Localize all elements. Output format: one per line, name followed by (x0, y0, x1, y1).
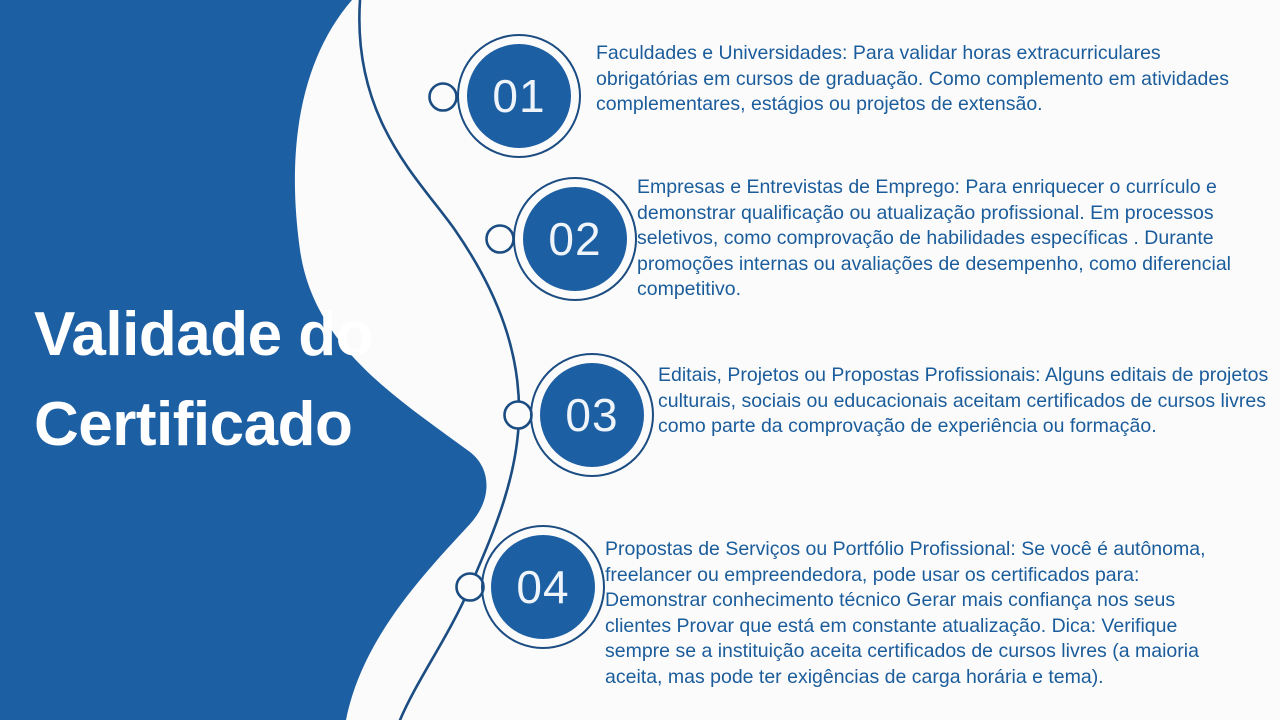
page-title-line-1: Validade do (34, 300, 374, 369)
connector-curve (358, 0, 521, 720)
blue-panel-shape (0, 0, 487, 720)
step-badge-04: 04 (481, 525, 605, 649)
step-badge-ring-04 (481, 525, 605, 649)
step-description-02: Empresas e Entrevistas de Emprego: Para … (637, 176, 1232, 300)
step-badge-03: 03 (530, 353, 654, 477)
step-number-02: 02 (548, 213, 602, 265)
step-description-01: Faculdades e Universidades: Para validar… (596, 42, 1229, 115)
step-number-03: 03 (565, 389, 619, 441)
step-badge-ring-01 (457, 34, 581, 158)
step-badge-disc-03 (540, 363, 644, 467)
step-badge-disc-04 (491, 535, 595, 639)
step-number-04: 04 (516, 561, 570, 613)
step-badge-disc-01 (467, 44, 571, 148)
connector-node-2 (485, 224, 515, 254)
connector-node-1 (428, 82, 458, 112)
page-title: Validade do Certificado (34, 290, 454, 470)
step-number-01: 01 (492, 70, 546, 122)
connector-node-4 (455, 572, 485, 602)
step-badge-disc-02 (523, 187, 627, 291)
step-badge-01: 01 (457, 34, 581, 158)
step-badge-ring-02 (513, 177, 637, 301)
step-badge-02: 02 (513, 177, 637, 301)
step-badge-ring-03 (530, 353, 654, 477)
connector-node-3 (503, 400, 533, 430)
step-description-04: Propostas de Serviços ou Portfólio Profi… (605, 538, 1206, 688)
page-title-line-2: Certificado (34, 390, 353, 459)
step-description-03: Editais, Projetos ou Propostas Profissio… (658, 364, 1269, 437)
